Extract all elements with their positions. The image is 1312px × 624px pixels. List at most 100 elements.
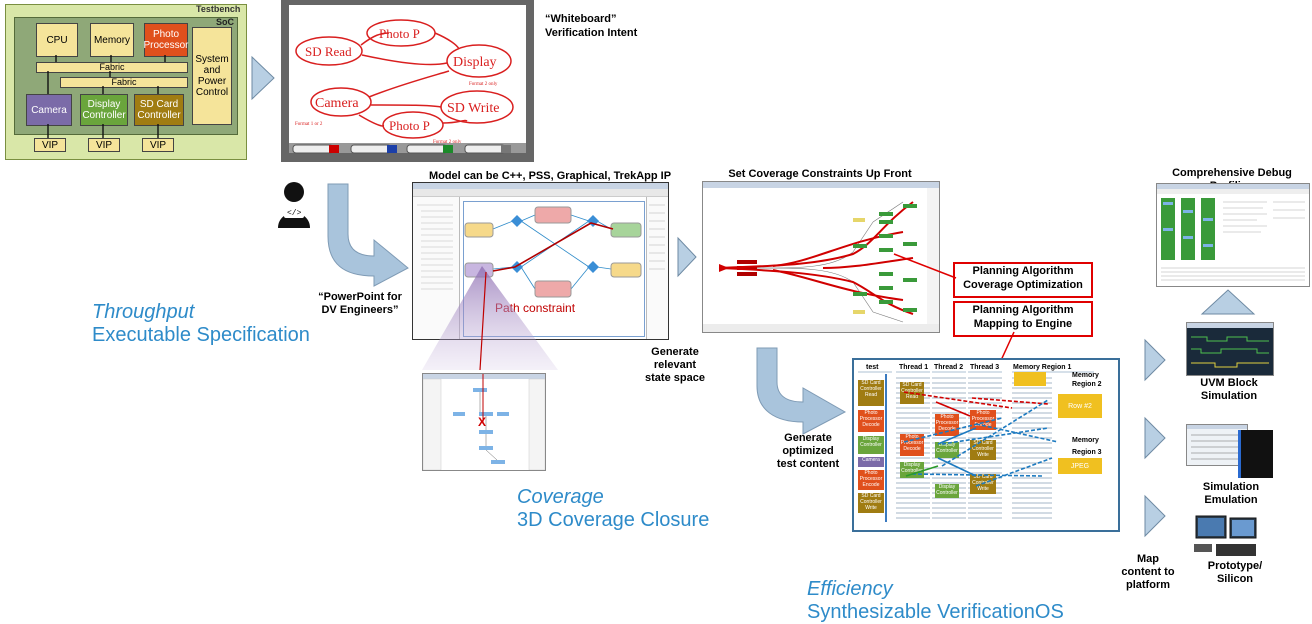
curved-arrow-model [327,183,409,287]
coverage-title: Coverage [517,486,604,508]
system-power-label: System and Power Control [195,54,229,98]
region2-label: Region 2 [1072,381,1102,388]
col-memory-region1: Memory Region 1 [1013,364,1072,371]
spotlight-cone [422,266,558,371]
sim-line2: Emulation [1204,494,1258,506]
sim-caption: Simulation Emulation [1186,481,1276,507]
col-thread1: Thread 1 [899,364,929,371]
generate-test-line2: optimized [782,445,834,457]
whiteboard-surface [289,5,526,143]
sd-card-controller-label: SD Card Controller [137,99,181,121]
model-title: Model can be C++, PSS, Graphical, TrekAp… [428,170,672,182]
cpu-label: CPU [46,34,68,46]
generate-test-line1: Generate [784,432,832,444]
generate-state-line2: relevant [653,359,697,371]
display-controller-label: Display Controller [82,99,126,121]
uvm-line1: UVM Block [1200,377,1258,389]
throughput-subtitle: Executable Specification [92,324,310,346]
generate-state-caption: Generate relevant state space [640,346,710,385]
region3-label: Region 3 [1072,449,1102,456]
planning-box1-line1: Planning Algorithm [972,265,1074,277]
jpeg-label: JPEG [1070,462,1090,470]
proto-caption: Prototype/ Silicon [1190,560,1280,586]
testbench-label: Testbench [196,4,241,14]
powerpoint-line2: DV Engineers” [321,304,399,316]
generate-state-line1: Generate [651,346,699,358]
memory-header-1: Memory [1072,372,1099,379]
map-line1: Map [1137,553,1159,565]
col-test: test [866,364,879,371]
prototype-computer-icon [1194,515,1257,556]
vip-block-1: VIP [34,138,66,152]
throughput-label: Throughput Executable Specification [92,301,310,347]
svg-text:</>: </> [287,209,302,218]
model-toolbar [413,189,668,197]
model-props-panel [646,197,668,339]
wb-format2-bottom: Format 2 only [433,140,462,145]
coverage-subtitle: 3D Coverage Closure [517,509,710,531]
chevron-arrow-sim [1144,416,1166,460]
map-content-caption: Map content to platform [1116,553,1180,592]
vip-block-3: VIP [142,138,174,152]
sd-card-controller-block: SD Card Controller [134,94,184,126]
model-tree-panel [413,197,460,339]
fabric-bottom-label: Fabric [111,77,137,87]
cpu-block: CPU [36,23,78,57]
sim-line1: Simulation [1202,481,1260,493]
uvm-waves [1187,323,1273,368]
powerpoint-line1: “PowerPoint for [318,291,402,303]
proto-line2: Silicon [1216,573,1254,585]
test-table-arrows [903,391,1059,487]
up-arrow-debug [1200,289,1256,315]
col-thread2: Thread 2 [934,364,964,371]
whiteboard-caption: “Whiteboard” Verification Intent [545,12,637,40]
coverage-graph: X [423,374,545,470]
camera-block: Camera [26,94,72,126]
sim-screenshot [1186,424,1248,466]
vip-label-2: VIP [95,139,113,151]
map-line3: platform [1126,579,1170,591]
uvm-screenshot [1186,322,1274,376]
photo-processor-block: Photo Processor [143,23,189,57]
photo-processor-label: Photo Processor [143,29,189,51]
test-table-grid [858,371,1094,522]
coverage-graph-screenshot: X [422,373,546,471]
efficiency-subtitle: Synthesizable VerificationOS [807,601,1064,623]
fabric-top-label: Fabric [99,62,125,72]
whiteboard-caption-line2: Verification Intent [545,27,638,39]
generate-test-caption: Generate optimized test content [768,432,848,471]
svg-text:X: X [478,415,486,429]
emulator-hardware [1238,430,1273,478]
test-cell: Display Controller [935,442,959,458]
test-cell: Photo Processor Decode [900,434,924,456]
test-cell: Camera [858,457,884,467]
constraints-graph [703,182,939,332]
coverage-label: Coverage 3D Coverage Closure [517,486,709,532]
system-power-block: System and Power Control [192,27,232,125]
wb-display: Display [453,55,497,70]
curved-arrow-test [756,347,847,435]
vip-block-2: VIP [88,138,120,152]
proto-line1: Prototype/ [1207,560,1263,572]
engineer-icon: </> [278,182,310,228]
memory-region1-cell [1014,372,1046,386]
planning-box2-line2: Mapping to Engine [973,318,1073,330]
jpeg-cell: JPEG [1058,458,1102,474]
memory-header-2: Memory [1072,437,1099,444]
generate-test-line3: test content [776,458,840,470]
test-cell: SD Card Controller Write [858,493,884,513]
planning-box-mapping: Planning Algorithm Mapping to Engine [953,301,1093,337]
debug-screenshot [1156,183,1310,287]
camera-label: Camera [31,104,67,116]
whiteboard-drawing: SD Read Photo P Display Camera SD Write … [289,19,526,154]
test-cell: Photo Processor Decode [858,410,884,432]
test-cell: Display Controller [935,484,959,498]
debug-graphic [1157,184,1309,281]
vip-label-1: VIP [41,139,59,151]
model-canvas-frame [463,201,645,337]
test-cell: SD Card Controller Read [858,380,884,406]
col-thread3: Thread 3 [970,364,1000,371]
test-cell: Display Controller [900,462,924,478]
powerpoint-caption: “PowerPoint for DV Engineers” [300,291,420,317]
chevron-arrow-proto [1144,494,1166,538]
